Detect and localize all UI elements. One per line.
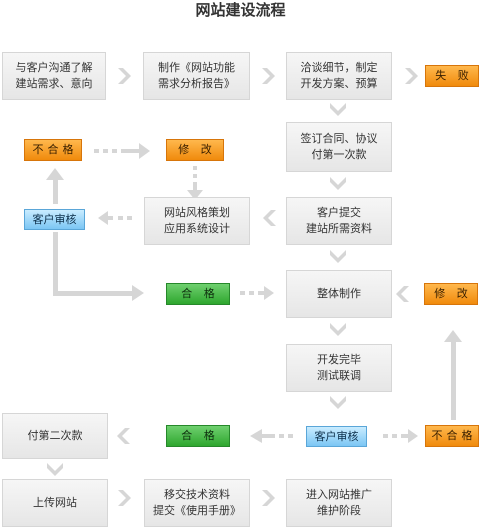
- arrow-right-icon: [139, 143, 150, 159]
- chevron-right-icon: [118, 490, 131, 506]
- node-pass-bottom: 合 格: [166, 425, 230, 447]
- arrow-down-icon: [187, 190, 203, 200]
- node-unqualified-top: 不合格: [24, 139, 82, 161]
- chevron-down-icon: [330, 250, 346, 263]
- node-contract: 签订合同、协议 付第一次款: [286, 122, 392, 172]
- chevron-right-icon: [118, 68, 131, 84]
- arrow-right-icon: [408, 429, 418, 443]
- node-consult: 与客户沟通了解 建站需求、意向: [2, 52, 106, 100]
- chevron-right-icon: [405, 68, 418, 84]
- arrow-right-icon: [264, 286, 274, 300]
- chevron-down-icon: [330, 103, 346, 116]
- chevron-down-icon: [47, 463, 63, 476]
- arrow-right-icon: [132, 285, 144, 301]
- node-revise-right: 修 改: [424, 283, 478, 305]
- arrow-left-icon: [250, 429, 262, 443]
- node-revise-top: 修 改: [166, 139, 224, 161]
- arrow-left-icon: [98, 211, 108, 225]
- chevron-down-icon: [330, 323, 346, 336]
- node-client-review-bottom: 客户审核: [306, 426, 367, 447]
- node-dev-complete: 开发完毕 测试联调: [286, 344, 392, 392]
- chevron-right-icon: [262, 490, 275, 506]
- chevron-left-icon: [263, 210, 276, 226]
- diagram-title: 网站建设流程: [195, 1, 286, 19]
- node-client-review-left: 客户审核: [24, 209, 85, 230]
- chevron-down-icon: [330, 396, 346, 409]
- node-handover: 移交技术资料 提交《使用手册》: [144, 479, 250, 527]
- node-negotiate: 洽谈细节，制定 开发方案、预算: [286, 52, 392, 100]
- node-analysis: 制作《网站功能 需求分析报告》: [143, 52, 250, 100]
- chevron-left-icon: [117, 428, 130, 444]
- node-materials: 客户提交 建站所需资料: [286, 197, 392, 245]
- chevron-right-icon: [262, 68, 275, 84]
- node-promotion: 进入网站推广 维护阶段: [286, 479, 392, 527]
- arrow-up-icon: [444, 330, 462, 342]
- node-pass-mid: 合 格: [166, 283, 230, 305]
- node-unqualified-bottom: 不合格: [425, 425, 479, 447]
- node-production: 整体制作: [286, 270, 392, 318]
- node-second-payment: 付第二次款: [2, 413, 108, 459]
- node-fail: 失 败: [425, 65, 479, 87]
- arrow-up-icon: [46, 168, 64, 180]
- chevron-down-icon: [330, 177, 346, 190]
- node-upload: 上传网站: [2, 479, 108, 527]
- chevron-left-icon: [396, 286, 409, 302]
- node-style-plan: 网站风格策划 应用系统设计: [144, 197, 250, 245]
